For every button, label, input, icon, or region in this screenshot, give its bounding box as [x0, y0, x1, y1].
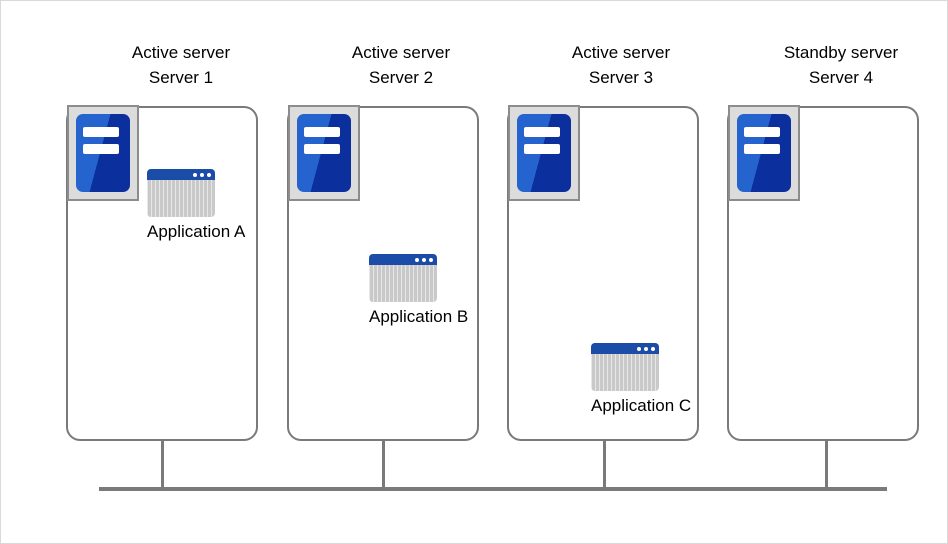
window-dot [193, 172, 197, 177]
server-icon-slab [737, 114, 791, 192]
server-role-3: Active server [571, 43, 671, 62]
server-title-4: Standby server Server 4 [743, 41, 939, 90]
application-a[interactable]: Application A [147, 169, 246, 242]
server-icon-bar-bottom [524, 143, 560, 154]
server-name-3: Server 3 [588, 67, 654, 87]
window-dot [651, 346, 655, 351]
application-b[interactable]: Application B [369, 254, 469, 327]
server-role-4: Standby server [783, 43, 899, 62]
server-icon-4 [728, 105, 800, 201]
server-icon-bar-bottom [304, 143, 340, 154]
server-name-2: Server 2 [368, 67, 434, 87]
window-dot [200, 172, 204, 177]
app-window-icon [147, 169, 215, 217]
application-label: Application B [369, 307, 469, 326]
server-name-1: Server 1 [148, 67, 214, 87]
network-bus-line [99, 487, 887, 491]
server-icon-bar-top [83, 127, 119, 138]
server-role-2: Active server [351, 43, 451, 62]
server-title-2: Active server Server 2 [311, 41, 491, 90]
network-drop-line-3 [603, 441, 606, 489]
server-role-1: Active server [131, 43, 231, 62]
server-icon-3 [508, 105, 580, 201]
window-dot [422, 257, 426, 262]
app-window-titlebar [591, 343, 659, 354]
server-icon-1 [67, 105, 139, 201]
window-dot [644, 346, 648, 351]
server-icon-bar-top [304, 127, 340, 138]
server-name-4: Server 4 [808, 67, 874, 87]
server-icon-slab [297, 114, 351, 192]
window-dot [415, 257, 419, 262]
application-label: Application A [147, 222, 246, 241]
window-dot [207, 172, 211, 177]
server-icon-slab [76, 114, 130, 192]
server-icon-2 [288, 105, 360, 201]
network-drop-line-2 [382, 441, 385, 489]
server-title-1: Active server Server 1 [91, 41, 271, 90]
application-c[interactable]: Application C [591, 343, 692, 416]
window-dot [429, 257, 433, 262]
app-window-titlebar [147, 169, 215, 180]
app-window-icon [369, 254, 437, 302]
server-icon-bar-top [744, 127, 780, 138]
window-dot [637, 346, 641, 351]
server-title-3: Active server Server 3 [531, 41, 711, 90]
server-icon-slab [517, 114, 571, 192]
app-window-icon [591, 343, 659, 391]
server-icon-bar-bottom [83, 143, 119, 154]
server-icon-bar-top [524, 127, 560, 138]
network-drop-line-1 [161, 441, 164, 489]
application-label: Application C [591, 396, 692, 415]
network-drop-line-4 [825, 441, 828, 489]
app-window-titlebar [369, 254, 437, 265]
server-icon-bar-bottom [744, 143, 780, 154]
